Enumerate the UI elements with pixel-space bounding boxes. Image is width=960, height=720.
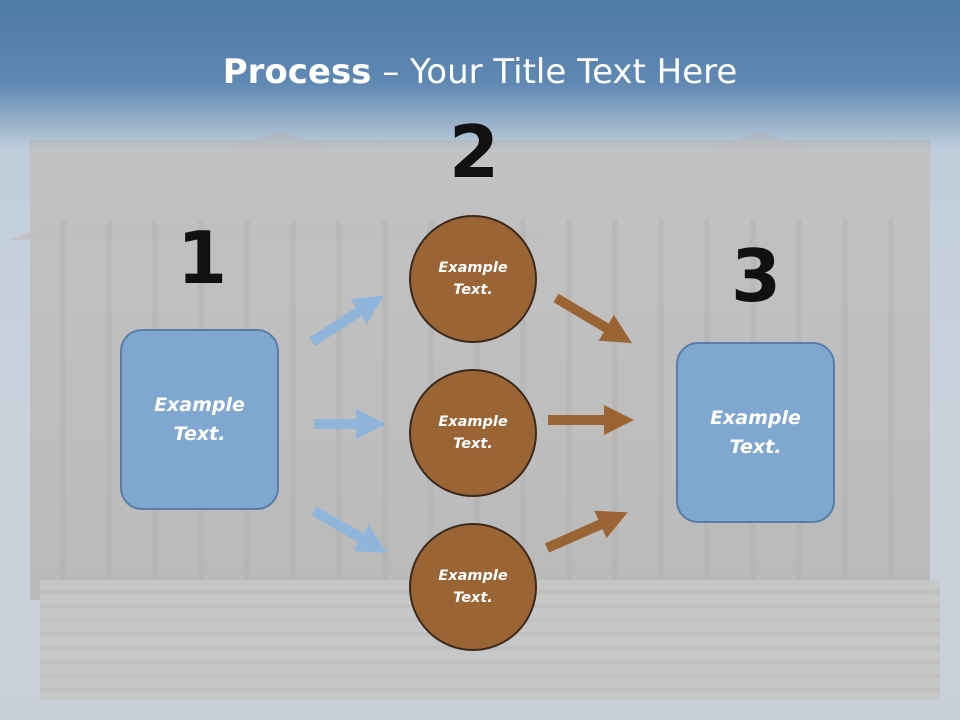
arrow-top-to-right xyxy=(553,293,633,344)
arrow-left-to-bottom xyxy=(311,506,388,553)
title-band xyxy=(0,0,960,150)
step-number-3: 3 xyxy=(731,234,782,318)
arrow-bottom-to-right xyxy=(544,510,628,553)
step-number-1: 1 xyxy=(177,216,228,300)
title-bold-part: Process xyxy=(222,52,372,92)
left-box-label: Example Text. xyxy=(154,394,245,445)
circle-middle-label: Example Text. xyxy=(438,413,508,452)
arrow-left-to-top xyxy=(309,295,384,347)
circle-middle[interactable]: Example Text. xyxy=(409,369,537,497)
circle-bottom[interactable]: Example Text. xyxy=(409,523,537,651)
circle-top[interactable]: Example Text. xyxy=(409,215,537,343)
step-number-2: 2 xyxy=(449,110,500,194)
circle-bottom-label: Example Text. xyxy=(438,567,508,606)
slide-title: Process – Your Title Text Here xyxy=(0,52,960,92)
circle-top-label: Example Text. xyxy=(438,259,508,298)
right-box-label: Example Text. xyxy=(710,407,801,458)
left-example-box[interactable]: Example Text. xyxy=(120,329,279,510)
right-example-box[interactable]: Example Text. xyxy=(676,342,835,523)
title-rest-part: – Your Title Text Here xyxy=(371,52,738,92)
